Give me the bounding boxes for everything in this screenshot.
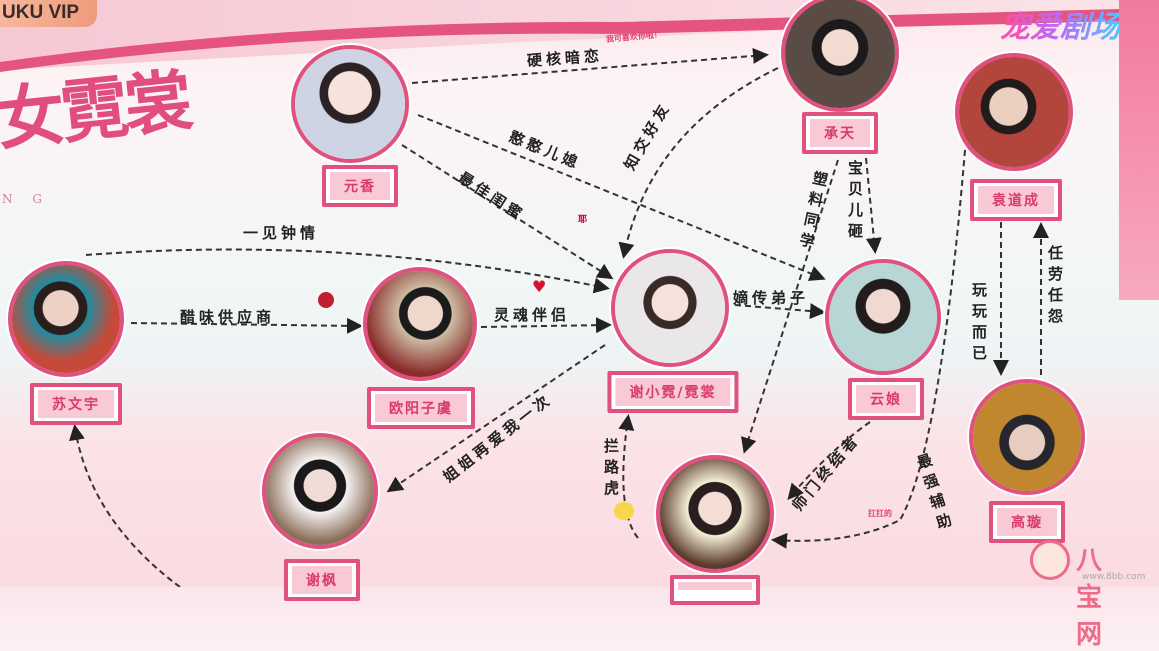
sticker-cat: 耶 (578, 215, 588, 225)
brand-logo: 宠爱剧场 (1000, 2, 1120, 46)
edge-yunniang-bottom (787, 421, 871, 501)
vinegar-sticker-icon (318, 292, 334, 308)
edge-ouyangziyu-xiexiaoni (480, 317, 612, 334)
relation-label: 任劳任怨 (1046, 245, 1064, 329)
name-label-chengtian: 承天 (802, 112, 878, 154)
watermark-url: www.8bb.com (1082, 572, 1146, 582)
baby-logo-icon (1030, 540, 1070, 580)
name-label-bottom (670, 575, 760, 605)
edge-xiexiaoni-yunniang (734, 303, 826, 320)
portrait-xiefeng[interactable] (262, 433, 378, 549)
name-label-gaoxuan: 高璇 (989, 501, 1065, 543)
relation-label: 醋味供应商 (180, 308, 276, 326)
edge-chengtian-yunniang (865, 157, 882, 254)
edge-yuanxiang-chengtian (411, 47, 769, 84)
relation-label: 宝贝儿砸 (846, 160, 864, 244)
edge-bottom-suwenyu (69, 424, 181, 587)
relation-label: 嫡传弟子 (733, 289, 810, 307)
portrait-suwenyu[interactable] (8, 261, 124, 377)
name-label-xiefeng: 谢枫 (284, 559, 360, 601)
watermark-name: 八宝网 (1076, 546, 1103, 650)
sticker-ghost: 扛扛的 (868, 509, 892, 518)
relation-label: 灵魂伴侣 (494, 306, 571, 324)
name-label-yuanxiang: 元香 (322, 165, 398, 207)
edge-yuanxiang-xiexiaoni (401, 144, 614, 280)
portrait-ouyangziyu[interactable] (363, 267, 477, 381)
edge-bottom-xiexiaoni (618, 414, 639, 539)
edge-xiexiaoni-xiefeng (386, 344, 606, 493)
edge-suwenyu-xiexiaoni (85, 248, 610, 294)
relation-label: 玩玩而已 (970, 282, 988, 366)
relation-label: 一见钟情 (243, 224, 320, 242)
edge-chengtian-bottom (741, 159, 839, 454)
portrait-yunniang[interactable] (825, 259, 941, 375)
name-label-yunniang: 云娘 (848, 378, 924, 420)
relation-label: 拦路虎 (602, 438, 620, 501)
drama-subtitle: N G (2, 192, 50, 206)
vip-badge: UKU VIP (0, 0, 98, 27)
right-decoration (1119, 0, 1159, 300)
portrait-bottom[interactable] (656, 455, 774, 573)
portrait-yuanxiang[interactable] (291, 45, 409, 163)
portrait-gaoxuan[interactable] (969, 379, 1085, 495)
portrait-yuandaocheng[interactable] (955, 53, 1073, 171)
portrait-chengtian[interactable] (781, 0, 899, 112)
edge-chengtian-xiexiaoni (618, 67, 779, 259)
name-label-yuandaocheng: 袁道成 (970, 179, 1062, 221)
name-label-xiexiaoni: 谢小霓/霓裳 (607, 371, 739, 413)
name-label-suwenyu: 苏文宇 (30, 383, 122, 425)
portrait-xiexiaoni[interactable] (611, 249, 729, 367)
edge-suwenyu-ouyangziyu (130, 317, 363, 334)
relation-edges (69, 47, 1049, 587)
name-label-ouyangziyu: 欧阳子虞 (367, 387, 475, 429)
tiger-sticker-icon (614, 502, 634, 520)
edge-yuanxiang-yunniang (417, 114, 826, 281)
heart-sticker-icon: ♥ (532, 277, 547, 296)
